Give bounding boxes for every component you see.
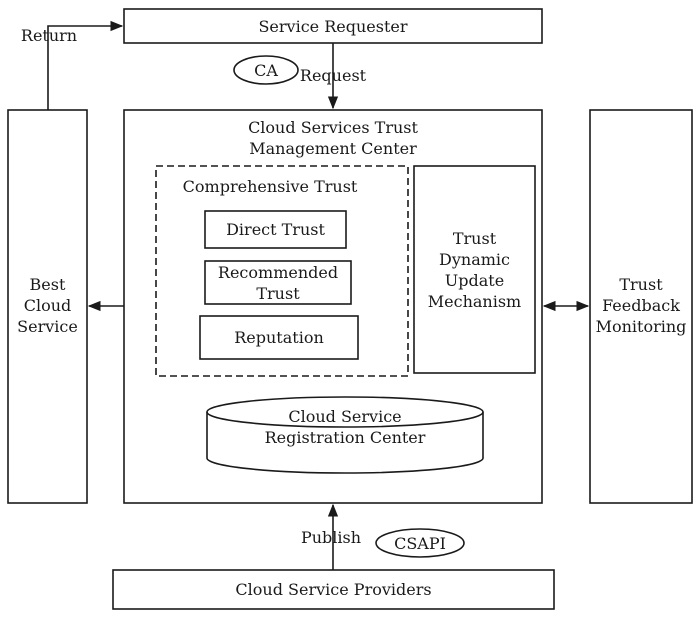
csapi-label: CSAPI: [394, 533, 446, 553]
registration-center-cylinder: [206, 396, 484, 474]
registration-center-label: Cloud Service Registration Center: [264, 407, 426, 447]
ca-ellipse: [233, 55, 299, 85]
recommended-trust-label: Recommended Trust: [217, 262, 339, 303]
management-center-title: Cloud Services Trust Management Center: [248, 118, 418, 158]
comprehensive-trust-region: [155, 165, 409, 377]
reputation-label: Reputation: [234, 328, 324, 347]
direct-trust-box: [204, 210, 347, 249]
trust-update-label: Trust Dynamic Update Mechanism: [427, 228, 522, 311]
trust-feedback-box: [589, 109, 693, 504]
service-requester-label: Service Requester: [258, 16, 408, 36]
request-label: Request: [299, 66, 367, 85]
trust-feedback-label: Trust Feedback Monitoring: [595, 274, 687, 336]
best-cloud-service-label: Best Cloud Service: [17, 274, 78, 336]
ca-label: CA: [254, 60, 278, 80]
return-label: Return: [20, 26, 78, 45]
publish-label: Publish: [300, 528, 362, 547]
comprehensive-trust-label: Comprehensive Trust: [182, 176, 358, 196]
cloud-providers-label: Cloud Service Providers: [235, 580, 432, 599]
return-arrow: [47, 20, 124, 110]
recommended-trust-box: [204, 260, 352, 305]
trust-update-box: [413, 165, 536, 374]
csapi-ellipse: [375, 528, 465, 558]
reputation-box: [199, 315, 359, 360]
direct-trust-label: Direct Trust: [226, 220, 325, 239]
